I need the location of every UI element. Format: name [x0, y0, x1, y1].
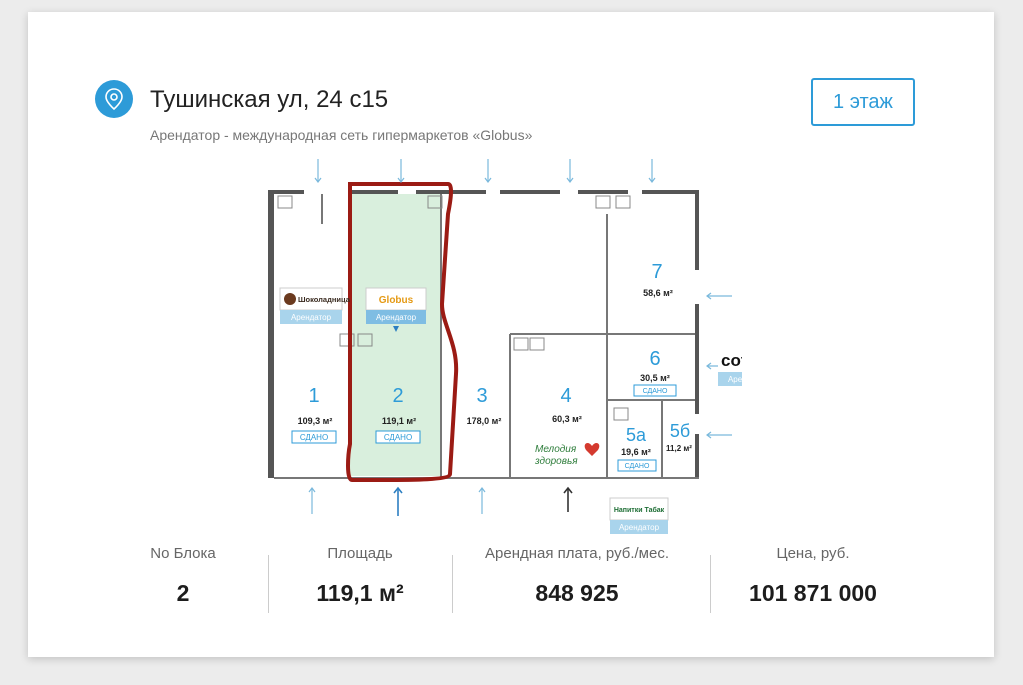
stat-value: 119,1 м² [316, 580, 404, 606]
unit-7[interactable]: 7 58,6 м² [643, 261, 673, 298]
svg-text:СДАНО: СДАНО [300, 433, 328, 442]
svg-text:Напитки Табак: Напитки Табак [614, 506, 665, 514]
svg-text:СДАНО: СДАНО [625, 463, 650, 470]
svg-text:58,6 м²: 58,6 м² [643, 288, 673, 298]
tenant-melodiya: Мелодия здоровья [534, 443, 600, 467]
svg-text:119,1 м²: 119,1 м² [382, 416, 416, 426]
unit-6[interactable]: 6 30,5 м² СДАНО [633, 348, 677, 397]
unit-2-highlight[interactable] [350, 194, 440, 476]
svg-text:Арендатор: Арендатор [619, 523, 660, 532]
svg-text:Арендатор: Арендатор [728, 375, 742, 384]
location-pin-icon [95, 80, 133, 118]
stat-rent: Арендная плата, руб./мес. 848 925 [462, 545, 692, 607]
stat-label: Площадь [327, 545, 393, 562]
stat-label: Цена, руб. [776, 545, 850, 562]
svg-text:Шоколадница: Шоколадница [298, 295, 351, 304]
stat-value: 101 871 000 [749, 580, 877, 606]
svg-text:здоровья: здоровья [534, 456, 578, 467]
svg-text:Мелодия: Мелодия [535, 444, 577, 455]
tenant-globus: Globus Арендатор [365, 287, 427, 332]
unit-2[interactable]: 2 119,1 м² СДАНО [375, 385, 421, 444]
stat-label: No Блока [150, 545, 216, 562]
svg-text:5а: 5а [626, 425, 647, 445]
unit-5b[interactable]: 5б 11,2 м² [666, 421, 692, 453]
unit-5a[interactable]: 5а 19,6 м² СДАНО [617, 425, 657, 472]
svg-text:19,6 м²: 19,6 м² [621, 447, 651, 457]
svg-text:6: 6 [649, 348, 660, 370]
svg-text:60,3 м²: 60,3 м² [552, 414, 582, 424]
floor-button[interactable]: 1 этаж [811, 78, 915, 126]
stat-value: 2 [176, 580, 190, 606]
svg-text:Арендатор: Арендатор [376, 313, 417, 322]
tenant-cofix: cofix Арендатор [718, 348, 742, 386]
stat-block-number: No Блока 2 [108, 545, 258, 607]
stat-value: 848 925 [535, 580, 619, 606]
stat-price: Цена, руб. 101 871 000 [722, 545, 904, 607]
svg-text:3: 3 [476, 385, 487, 407]
svg-text:1: 1 [308, 385, 319, 407]
svg-text:СДАНО: СДАНО [384, 433, 412, 442]
selection-outline [346, 182, 459, 482]
svg-text:cofix: cofix [721, 351, 742, 370]
svg-text:2: 2 [392, 385, 403, 407]
tenant-subtitle: Арендатор - международная сеть гипермарк… [150, 127, 533, 143]
divider [268, 555, 269, 613]
svg-text:5б: 5б [670, 421, 690, 441]
divider [710, 555, 711, 613]
stat-area: Площадь 119,1 м² [280, 545, 440, 607]
unit-1[interactable]: 1 109,3 м² СДАНО [291, 385, 337, 444]
svg-text:11,2 м²: 11,2 м² [666, 444, 692, 453]
tenant-napitki: Напитки Табак Арендатор [609, 497, 669, 534]
address-title: Тушинская ул, 24 с15 [150, 86, 389, 113]
svg-text:109,3 м²: 109,3 м² [298, 416, 333, 426]
stats-bar: No Блока 2 Площадь 119,1 м² Арендная пла… [0, 545, 1023, 625]
tenant-shokoladnitsa: Шоколадница Арендатор [279, 287, 351, 324]
unit-4[interactable]: 4 60,3 м² [552, 385, 582, 424]
unit-3[interactable]: 3 178,0 м² [467, 385, 502, 426]
svg-text:178,0 м²: 178,0 м² [467, 416, 502, 426]
stat-label: Арендная плата, руб./мес. [485, 545, 669, 562]
svg-text:7: 7 [651, 261, 662, 283]
floor-plan: Шоколадница Арендатор Globus Арендатор c… [268, 159, 742, 534]
svg-text:Globus: Globus [379, 295, 414, 306]
svg-text:4: 4 [560, 385, 571, 407]
svg-text:30,5 м²: 30,5 м² [640, 373, 670, 383]
svg-text:СДАНО: СДАНО [643, 388, 668, 395]
divider [452, 555, 453, 613]
svg-text:Арендатор: Арендатор [291, 313, 332, 322]
